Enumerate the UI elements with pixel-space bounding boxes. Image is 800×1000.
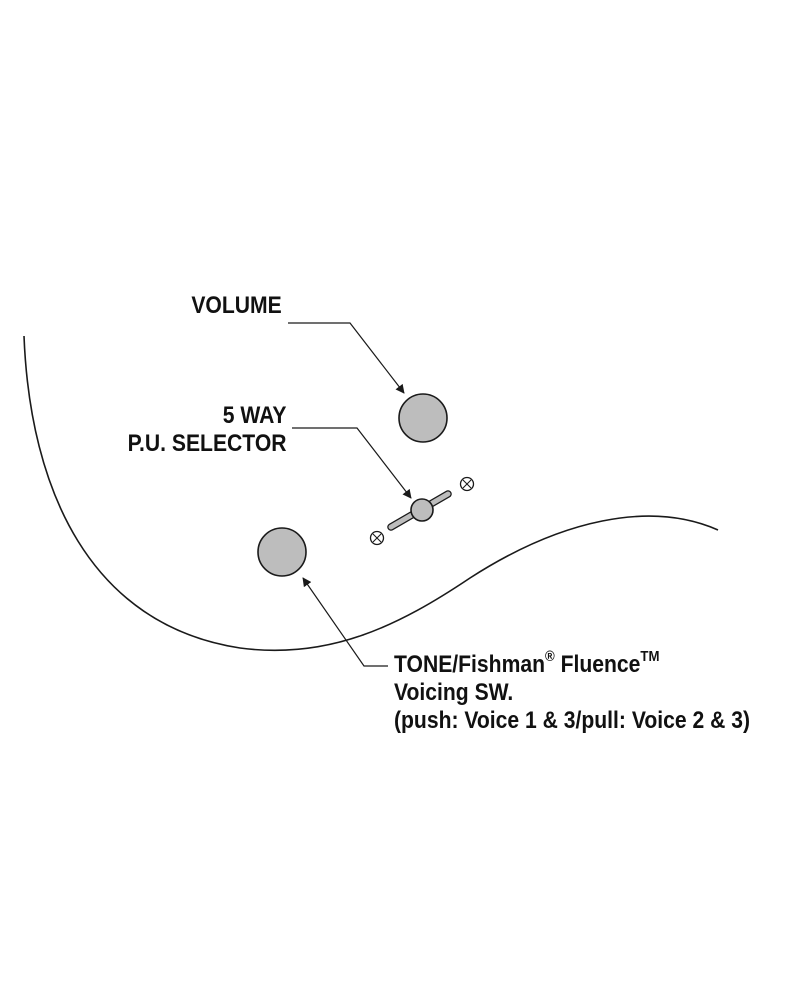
screw-icon [369,530,385,546]
selector-label: 5 WAY P.U. SELECTOR [127,402,286,458]
tone-label: TONE/Fishman® FluenceTM Voicing SW. (pus… [394,648,750,735]
guitar-body-outline [23,335,719,652]
volume-label-text: VOLUME [191,292,282,319]
volume-label: VOLUME [192,292,282,320]
trademark-mark: TM [640,648,660,665]
selector-leader-arrow [292,427,412,499]
screw-icon [459,476,475,492]
tone-label-line1: TONE/Fishman® FluenceTM [394,648,750,679]
tone-label-line2: Voicing SW. [394,679,514,706]
tone-label-product: Fluence [554,651,641,678]
volume-knob [398,393,448,443]
selector-tip [410,498,434,522]
tone-knob [257,527,307,577]
selector-label-line2: P.U. SELECTOR [127,430,286,457]
tone-label-name: TONE/Fishman [394,651,546,678]
registered-mark: ® [545,648,555,665]
selector-label-line1: 5 WAY [222,402,286,429]
tone-label-line3: (push: Voice 1 & 3/pull: Voice 2 & 3) [394,707,750,734]
selector-switch [387,490,452,531]
tone-leader-arrow [302,577,388,667]
volume-leader-arrow [288,322,405,394]
